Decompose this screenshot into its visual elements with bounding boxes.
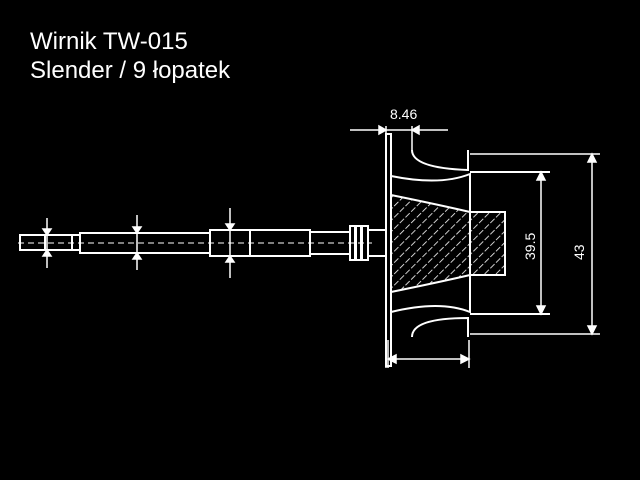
title-line-2: Slender / 9 łopatek xyxy=(30,57,231,84)
shaft-diameter-markers xyxy=(41,208,236,278)
dimension-label-blade-width: 8.46 xyxy=(390,106,417,122)
dimension-blade-width xyxy=(350,124,448,150)
dimension-label-inner-diameter: 39.5 xyxy=(522,233,538,260)
dimension-wheel-length xyxy=(385,340,471,368)
title-line-1: Wirnik TW-015 xyxy=(30,28,188,55)
dimension-label-outer-diameter: 43 xyxy=(571,244,587,260)
hub-section-hatched xyxy=(390,193,506,294)
dimension-inner-diameter xyxy=(535,170,547,316)
dimension-outer-diameter xyxy=(470,152,600,336)
